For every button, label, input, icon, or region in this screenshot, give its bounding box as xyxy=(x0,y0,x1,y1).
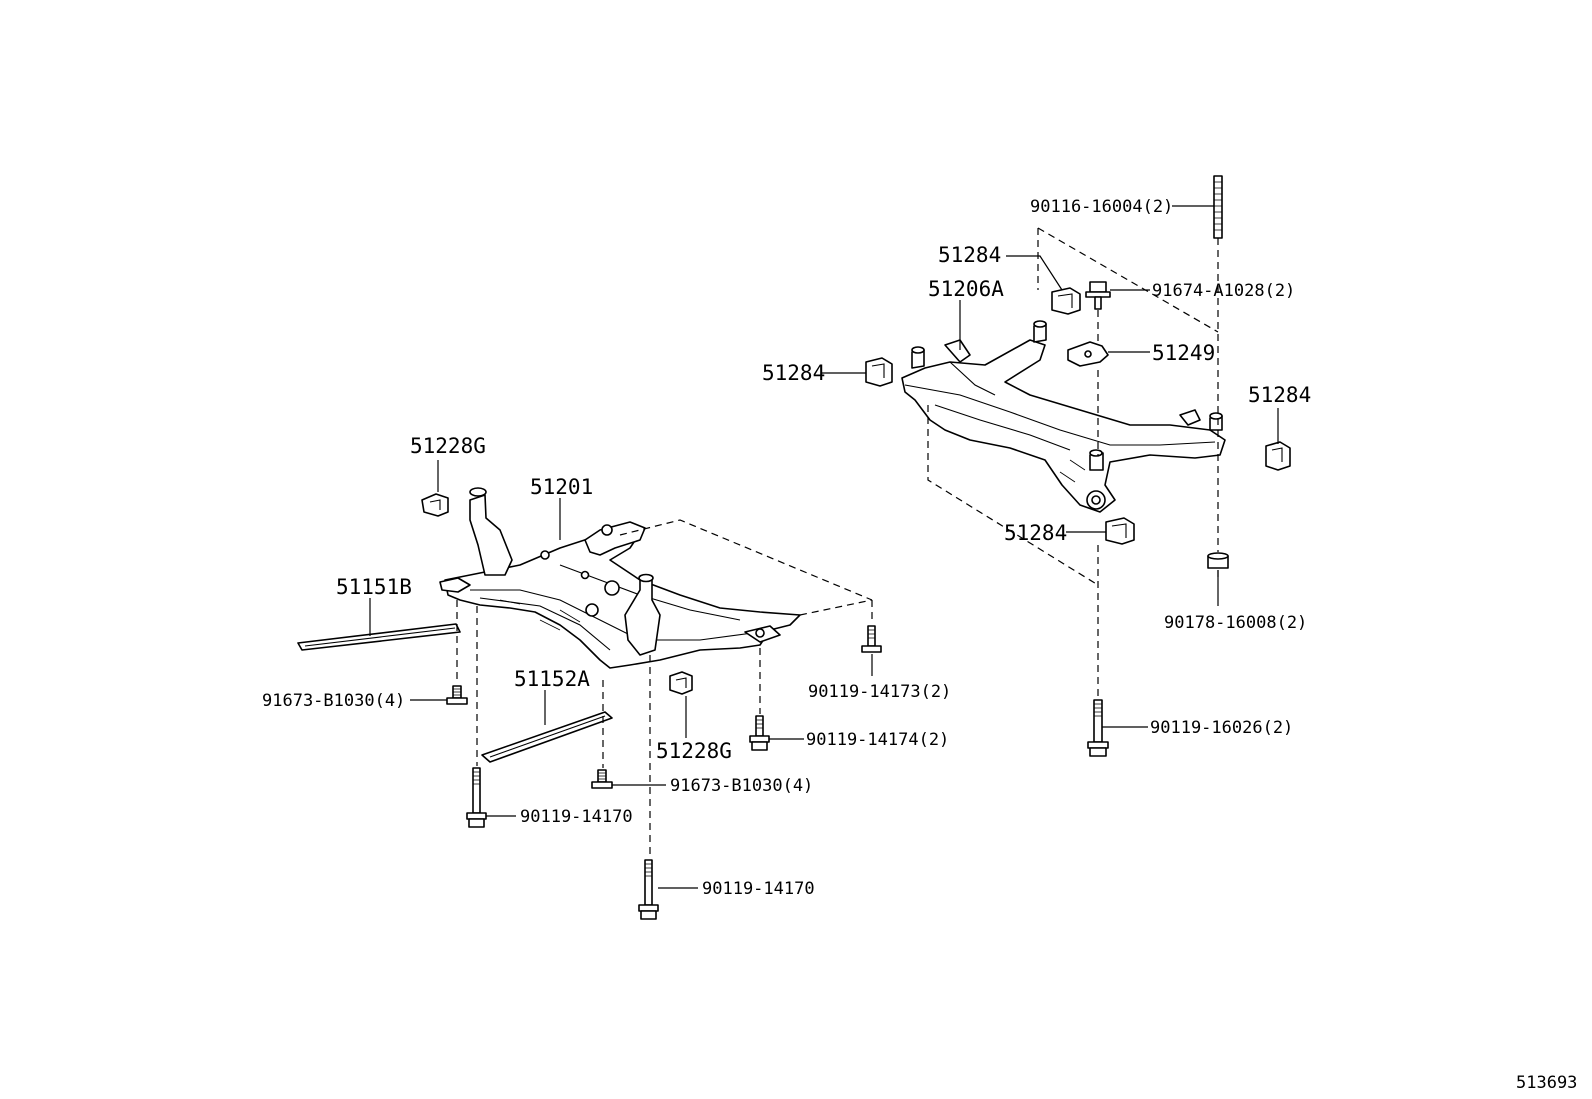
label-90119-14174[interactable]: 90119-14174(2) xyxy=(806,730,949,750)
label-90119-14170-b[interactable]: 90119-14170 xyxy=(702,879,815,899)
label-51228g-top[interactable]: 51228G xyxy=(410,434,486,458)
label-51284-top[interactable]: 51284 xyxy=(938,243,1001,267)
clip-51228g-top[interactable] xyxy=(421,493,449,517)
clip-51284-left[interactable] xyxy=(865,357,893,387)
label-90119-16026[interactable]: 90119-16026(2) xyxy=(1150,718,1293,738)
label-51152a[interactable]: 51152A xyxy=(514,667,590,691)
bolt-91674-a1028[interactable] xyxy=(1085,281,1111,310)
front-leader-lines xyxy=(369,460,873,889)
bracket-51249[interactable] xyxy=(1067,341,1109,367)
label-51206a[interactable]: 51206A xyxy=(928,277,1004,301)
bolt-90119-14170-b[interactable] xyxy=(638,859,659,920)
bolt-90119-14174[interactable] xyxy=(749,715,770,751)
clip-51284-right[interactable] xyxy=(1265,441,1291,471)
rear-dashed-guides xyxy=(927,227,1219,698)
label-91673-mid[interactable]: 91673-B1030(4) xyxy=(670,776,813,796)
label-51201[interactable]: 51201 xyxy=(530,475,593,499)
label-91673-left[interactable]: 91673-B1030(4) xyxy=(262,691,405,711)
label-90116-16004[interactable]: 90116-16004(2) xyxy=(1030,197,1173,217)
label-51284-right[interactable]: 51284 xyxy=(1248,383,1311,407)
label-90178-16008[interactable]: 90178-16008(2) xyxy=(1164,613,1307,633)
label-90119-14170-a[interactable]: 90119-14170 xyxy=(520,807,633,827)
label-51249[interactable]: 51249 xyxy=(1152,341,1215,365)
label-51284-left[interactable]: 51284 xyxy=(762,361,825,385)
label-91674-a1028[interactable]: 91674-A1028(2) xyxy=(1152,281,1295,301)
bolt-91673-mid[interactable] xyxy=(591,769,613,789)
front-crossmember-51201[interactable] xyxy=(439,487,801,669)
clip-51228g-bottom[interactable] xyxy=(669,671,693,695)
brace-51152a[interactable] xyxy=(481,711,613,763)
rear-crossmember-51206a[interactable] xyxy=(901,320,1226,513)
label-90119-14173[interactable]: 90119-14173(2) xyxy=(808,682,951,702)
nut-90178-16008[interactable] xyxy=(1207,552,1229,569)
clip-51284-top[interactable] xyxy=(1051,287,1081,315)
bolt-90119-14170-a[interactable] xyxy=(466,767,487,828)
part-labels: 51228G 51201 51151B 51152A 51228G 91673-… xyxy=(262,197,1577,1093)
bolt-91673-left[interactable] xyxy=(446,685,468,705)
clip-51284-bottom[interactable] xyxy=(1105,517,1135,545)
rear-leader-lines xyxy=(822,205,1279,728)
label-51284-bottom[interactable]: 51284 xyxy=(1004,521,1067,545)
front-dashed-guides xyxy=(456,519,873,858)
bolt-90119-16026[interactable] xyxy=(1087,699,1109,757)
diagram-id: 513693 xyxy=(1516,1073,1577,1093)
label-51151b[interactable]: 51151B xyxy=(336,575,412,599)
bolt-90119-14173[interactable] xyxy=(861,625,882,653)
brace-51151b[interactable] xyxy=(297,623,461,651)
stud-90116-16004[interactable] xyxy=(1213,175,1223,239)
label-51228g-bottom[interactable]: 51228G xyxy=(656,739,732,763)
